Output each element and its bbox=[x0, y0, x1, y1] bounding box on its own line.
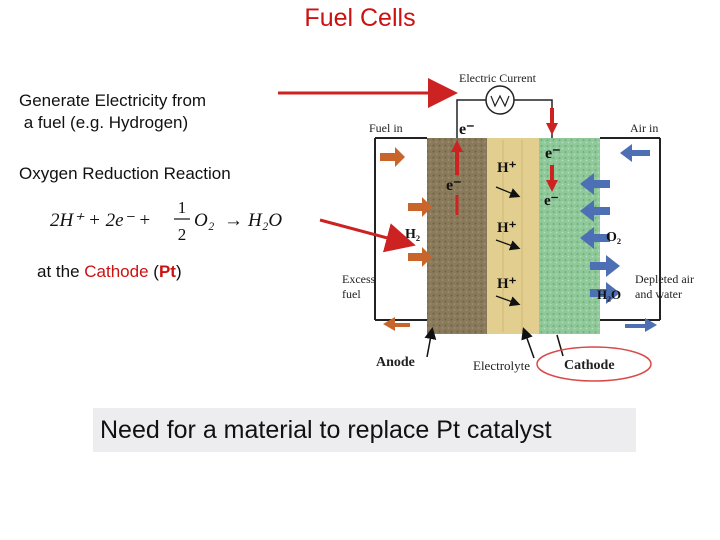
fuel-arrow bbox=[408, 197, 432, 217]
equation-o2: O₂ bbox=[194, 210, 215, 231]
reaction-pointer-arrow bbox=[319, 218, 416, 253]
proton-arrow bbox=[495, 186, 521, 198]
electron-arrow-cathode-mid-head bbox=[546, 180, 558, 192]
fuel-arrow bbox=[408, 247, 432, 267]
electron-arrow-cathode-head bbox=[546, 123, 558, 135]
label-electron-cathode-top: e⁻ bbox=[545, 145, 561, 162]
text-generate-line1: Generate Electricity from bbox=[19, 91, 207, 110]
proton-arrow bbox=[495, 295, 521, 307]
catalyst-note: Need for a material to replace Pt cataly… bbox=[93, 408, 636, 452]
text-orr: Oxygen Reduction Reaction bbox=[19, 164, 231, 183]
label-depleted-2: and water bbox=[635, 287, 682, 301]
label-o2: O₂ bbox=[606, 230, 621, 245]
electrolyte-pointer bbox=[521, 327, 535, 359]
cathode-highlight-ellipse bbox=[536, 346, 652, 382]
slide-title: Fuel Cells bbox=[304, 4, 416, 32]
excess-fuel-arrow bbox=[383, 317, 410, 331]
label-proton-1: H⁺ bbox=[497, 160, 517, 176]
cathode-channel-outline bbox=[600, 137, 661, 321]
proton-arrow bbox=[495, 239, 521, 251]
label-depleted-1: Depleted air bbox=[635, 272, 694, 286]
label-excess-fuel-1: Excess bbox=[342, 272, 376, 286]
label-h2: H₂ bbox=[405, 227, 420, 242]
label-proton-3: H⁺ bbox=[497, 276, 517, 292]
label-air-in: Air in bbox=[630, 121, 658, 135]
water-arrow bbox=[590, 255, 620, 277]
water-arrow bbox=[590, 282, 620, 304]
label-anode: Anode bbox=[376, 355, 415, 370]
orr-equation: 2H⁺ + 2e⁻ + 1 2 O₂ → H₂O bbox=[50, 198, 282, 244]
equation-frac-num: 1 bbox=[178, 198, 187, 217]
equation-lhs: 2H⁺ + 2e⁻ + bbox=[50, 210, 151, 231]
label-electron-cathode: e⁻ bbox=[544, 193, 559, 209]
load-icon bbox=[485, 85, 515, 115]
equation-arrow: → bbox=[224, 210, 243, 231]
text-generate-line2: a fuel (e.g. Hydrogen) bbox=[19, 113, 189, 132]
label-electron-anode: e⁻ bbox=[446, 177, 462, 194]
label-fuel-in: Fuel in bbox=[369, 121, 403, 135]
electron-arrow-anode-head bbox=[451, 140, 463, 152]
cathode-pointer bbox=[556, 334, 564, 357]
label-proton-2: H⁺ bbox=[497, 220, 517, 236]
platinum-label: Pt bbox=[158, 262, 176, 281]
oxygen-arrow bbox=[580, 227, 610, 249]
label-excess-fuel-2: fuel bbox=[342, 287, 361, 301]
anode-pointer bbox=[424, 327, 437, 358]
cathode-close: ) bbox=[175, 262, 182, 281]
label-h2o: H₂O bbox=[597, 287, 621, 302]
text-cathode-line: at the Cathode (Pt) bbox=[37, 261, 182, 282]
air-in-arrow bbox=[620, 144, 650, 162]
oxygen-arrow bbox=[580, 173, 610, 195]
load-symbol bbox=[490, 94, 510, 108]
label-electric-current: Electric Current bbox=[459, 71, 537, 85]
label-electrolyte: Electrolyte bbox=[473, 358, 530, 373]
cathode-prefix: at the bbox=[37, 262, 85, 281]
label-cathode: Cathode bbox=[564, 358, 615, 373]
anode-channel-outline bbox=[374, 137, 427, 321]
equation-product: H₂O bbox=[247, 210, 282, 231]
oxygen-arrow bbox=[580, 200, 610, 222]
equation-frac-den: 2 bbox=[178, 225, 187, 244]
cathode-open: ( bbox=[148, 262, 159, 281]
label-electron-top: e⁻ bbox=[459, 121, 475, 138]
fuel-in-arrow bbox=[380, 147, 405, 167]
depleted-air-arrow bbox=[625, 318, 657, 332]
cathode-word: Cathode bbox=[84, 262, 149, 281]
